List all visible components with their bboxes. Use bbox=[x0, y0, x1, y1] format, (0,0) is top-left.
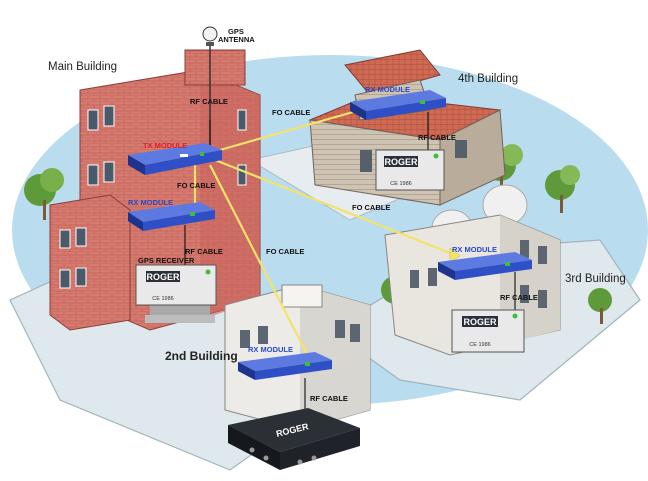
rx-module-main bbox=[128, 202, 215, 231]
second-building-label: 2nd Building bbox=[165, 349, 238, 363]
gps-receiver-brand: ROGER bbox=[146, 272, 180, 282]
tx-module bbox=[128, 143, 222, 175]
tx-module-label: TX MODULE bbox=[143, 141, 187, 150]
fo-cable-label: FO CABLE bbox=[352, 203, 390, 212]
rx-module-fourth bbox=[350, 90, 446, 120]
fourth-building-label: 4th Building bbox=[458, 73, 518, 85]
fo-cable-to-second bbox=[209, 164, 311, 361]
gps-receiver-device: ROGER CE 1986 bbox=[135, 264, 217, 306]
gps-label-line1: GPS bbox=[228, 27, 244, 36]
third-building-label: 3rd Building bbox=[565, 273, 626, 285]
roger-fourth-brand: ROGER bbox=[384, 157, 418, 167]
rx-module-second-label: RX MODULE bbox=[248, 345, 293, 354]
rf-cable-label: RF CABLE bbox=[500, 293, 538, 302]
rf-cables bbox=[184, 112, 516, 412]
fo-cable-to-third bbox=[214, 158, 456, 257]
rx-module-third bbox=[438, 252, 532, 280]
main-building-label: Main Building bbox=[48, 61, 117, 73]
rf-cable-label: RF CABLE bbox=[310, 394, 348, 403]
roger-fourth-ce: CE 1986 bbox=[390, 181, 411, 187]
rf-cable-label: RF CABLE bbox=[190, 97, 228, 106]
roger-device-third: ROGER CE 1986 bbox=[451, 309, 525, 353]
rf-cable-label: RF CABLE bbox=[185, 247, 223, 256]
gps-receiver-ce: CE 1986 bbox=[152, 296, 173, 302]
gps-antenna-label: ANTENNA bbox=[218, 35, 255, 44]
fo-cable-to-fourth bbox=[219, 108, 361, 152]
fo-cable-label: FO CABLE bbox=[272, 108, 310, 117]
roger-third-brand: ROGER bbox=[463, 317, 497, 327]
roger-third-ce: CE 1986 bbox=[469, 342, 490, 348]
fo-cable-label: FO CABLE bbox=[266, 247, 304, 256]
roger-device-second: ROGER bbox=[228, 408, 360, 470]
rx-module-third-label: RX MODULE bbox=[452, 245, 497, 254]
rx-module-main-label: RX MODULE bbox=[128, 198, 173, 207]
fo-cables bbox=[193, 108, 456, 361]
roger-device-fourth: ROGER CE 1986 bbox=[375, 149, 445, 191]
gps-receiver-label: GPS RECEIVER bbox=[138, 256, 195, 265]
rx-module-second bbox=[238, 352, 332, 380]
rf-cable-label: RF CABLE bbox=[418, 133, 456, 142]
rx-module-fourth-label: RX MODULE bbox=[365, 85, 410, 94]
fo-cable-label: FO CABLE bbox=[177, 181, 215, 190]
